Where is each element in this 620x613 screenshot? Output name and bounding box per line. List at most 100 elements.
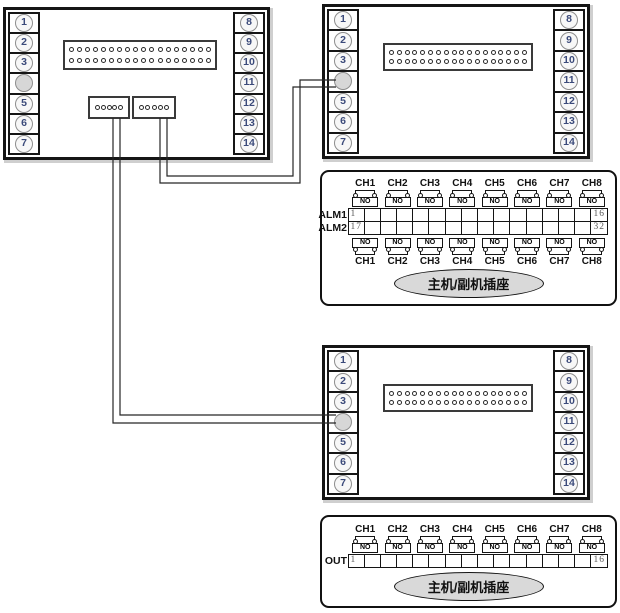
pin xyxy=(396,59,402,65)
pin xyxy=(93,57,99,63)
no-contact-symbol: NO xyxy=(514,190,541,207)
no-contact-symbol: NO xyxy=(578,237,605,255)
pin xyxy=(420,49,426,55)
port-circle: 5 xyxy=(15,94,33,113)
channel-slot: NO xyxy=(543,190,575,207)
port-circle: 7 xyxy=(334,133,352,152)
terminal-slot: 6 xyxy=(327,111,359,134)
port-circle: 6 xyxy=(334,113,352,132)
terminal-cell xyxy=(363,554,382,568)
pin xyxy=(101,47,107,53)
terminal-slot: 8 xyxy=(553,9,585,32)
channel-slot: NO xyxy=(349,190,381,207)
terminal-slot: 12 xyxy=(553,90,585,114)
port-circle: 1 xyxy=(334,11,352,30)
terminal-cell xyxy=(444,220,463,235)
terminal-slot xyxy=(327,70,359,93)
terminal-slot: 11 xyxy=(233,72,265,95)
pin xyxy=(396,390,402,396)
channel-slot: NO xyxy=(381,536,413,553)
pin xyxy=(443,400,449,406)
pin xyxy=(151,105,157,110)
pin xyxy=(173,57,179,63)
terminal-cell: 1 xyxy=(347,554,366,568)
pin xyxy=(506,400,512,406)
pin xyxy=(435,390,441,396)
terminal-slot: 1 xyxy=(327,9,359,32)
pin xyxy=(490,390,496,396)
terminal-cell xyxy=(574,220,592,235)
channel-slot: NO xyxy=(511,237,543,255)
pin xyxy=(404,59,410,65)
no-contact-symbol: NO xyxy=(416,536,443,553)
channel-label: CH1 xyxy=(355,178,376,189)
pin xyxy=(420,59,426,65)
terminal-cell xyxy=(509,554,528,568)
terminal-cell xyxy=(541,220,560,235)
pin xyxy=(404,390,410,396)
pin xyxy=(145,105,151,110)
no-contact-symbol: NO xyxy=(546,536,573,553)
port-circle: 14 xyxy=(240,134,258,153)
terminal-cell xyxy=(412,220,430,235)
channel-label: CH5 xyxy=(484,178,505,189)
channel-slot: NO xyxy=(479,190,511,207)
socket-label: 主机/副机插座 xyxy=(427,580,510,595)
port-circle: 9 xyxy=(560,31,578,50)
socket-ellipse: 主机/副机插座 xyxy=(393,269,544,298)
pin xyxy=(189,47,195,53)
pin xyxy=(389,59,394,65)
pin xyxy=(514,49,519,55)
terminal-slot: 6 xyxy=(8,112,40,135)
terminal-slot: 2 xyxy=(8,32,40,55)
pin xyxy=(514,59,519,65)
port-circle: 12 xyxy=(560,92,578,111)
pin xyxy=(467,49,473,55)
pin xyxy=(482,59,488,65)
pin xyxy=(69,47,74,53)
terminal-cell xyxy=(541,554,560,568)
pin xyxy=(506,59,512,65)
channel-label: CH3 xyxy=(419,178,440,189)
pin xyxy=(451,59,457,65)
pin xyxy=(482,49,488,55)
channel-slot: NO xyxy=(511,190,543,207)
pin xyxy=(157,57,163,63)
pin xyxy=(205,47,211,53)
pin xyxy=(164,105,169,110)
ribbon-connector xyxy=(383,384,533,412)
port-circle: 10 xyxy=(560,393,578,412)
pin xyxy=(420,390,426,396)
terminal-cell xyxy=(412,554,430,568)
terminal-slot: 6 xyxy=(327,452,359,475)
channel-label: CH7 xyxy=(549,524,570,535)
port-circle: 11 xyxy=(240,74,258,93)
pin xyxy=(404,49,410,55)
port-circle: 11 xyxy=(560,72,578,91)
pin xyxy=(205,57,211,63)
terminal-cell: 17 xyxy=(347,220,366,235)
pin xyxy=(467,390,473,396)
terminal-cell xyxy=(493,554,511,568)
pin xyxy=(443,390,449,396)
port-circle: 13 xyxy=(560,454,578,473)
channel-slot: NO xyxy=(576,536,608,553)
channel-label: CH4 xyxy=(452,178,473,189)
pin xyxy=(389,390,394,396)
terminal-slot: 12 xyxy=(233,92,265,115)
no-contact-symbol: NO xyxy=(416,190,443,207)
no-contact-symbol: NO xyxy=(578,536,605,553)
pin xyxy=(139,105,144,110)
channel-label: CH2 xyxy=(387,255,408,267)
pin xyxy=(100,105,106,110)
